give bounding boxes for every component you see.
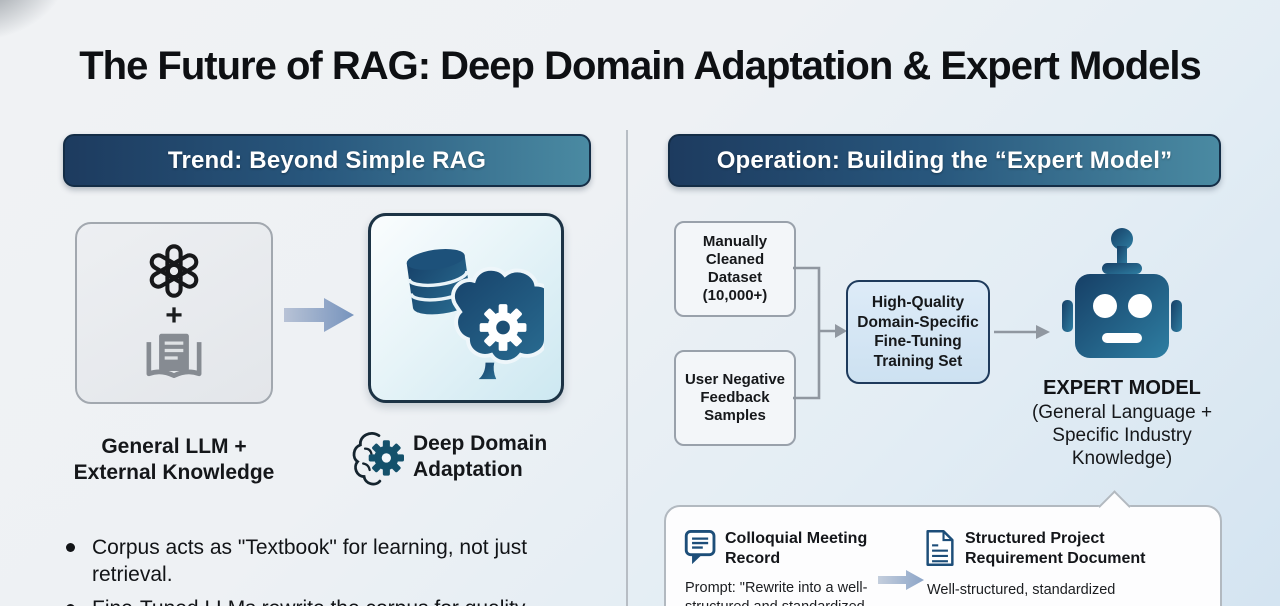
- page-title: The Future of RAG: Deep Domain Adaptatio…: [79, 44, 1202, 88]
- structured-doc-text: Well-structured, standardized: [927, 582, 1116, 598]
- general-llm-box: +: [75, 222, 273, 404]
- colloquial-record-text: Prompt: "Rewrite into a well- structured…: [685, 580, 868, 606]
- expert-model-subtitle: (General Language + Specific Industry Kn…: [1031, 402, 1213, 469]
- brain-gear-icon: [352, 432, 404, 486]
- bullet-item: Fine-Tuned LLMs rewrite the corpus for q…: [66, 595, 616, 606]
- deep-domain-label-group: Deep Domain Adaptation: [352, 428, 547, 486]
- example-callout: Colloquial Meeting Record Prompt: "Rewri…: [664, 490, 1222, 606]
- trend-header: Trend: Beyond Simple RAG: [63, 134, 591, 187]
- book-icon: [146, 333, 202, 379]
- database-brain-gear-icon: [406, 248, 544, 380]
- callout-tail: [1098, 490, 1131, 523]
- trend-header-label: Trend: Beyond Simple RAG: [167, 146, 487, 174]
- document-icon: [926, 530, 954, 566]
- speech-bubble-icon: [684, 530, 716, 565]
- plus-sign: +: [165, 299, 183, 332]
- callout-arrow-icon: [878, 570, 924, 590]
- trend-bullets: Corpus acts as "Textbook" for learning, …: [66, 534, 616, 606]
- bullet-text: Fine-Tuned LLMs rewrite the corpus for q…: [92, 595, 525, 606]
- deep-domain-label: Deep Domain Adaptation: [413, 432, 548, 481]
- robot-icon: [1062, 228, 1182, 358]
- arrow-right-icon: [284, 298, 354, 332]
- deep-domain-box: [368, 213, 564, 403]
- general-llm-label: General LLM + External Knowledge: [73, 435, 275, 484]
- operation-header-label: Operation: Building the “Expert Model”: [716, 146, 1173, 174]
- training-set-box: High-Quality Domain-Specific Fine-Tuning…: [846, 280, 990, 384]
- dataset-box: Manually Cleaned Dataset (10,000+): [674, 221, 796, 317]
- bullet-text: Corpus acts as "Textbook" for learning, …: [92, 536, 528, 586]
- expert-model-title: EXPERT MODEL: [1043, 377, 1201, 399]
- bullet-item: Corpus acts as "Textbook" for learning, …: [66, 534, 616, 588]
- flow-arrow-icon: [994, 325, 1050, 339]
- operation-header: Operation: Building the “Expert Model”: [668, 134, 1221, 187]
- dataset-box-label: Manually Cleaned Dataset (10,000+): [702, 233, 768, 304]
- panel-divider: [626, 130, 628, 606]
- bullet-dot: [66, 543, 75, 552]
- feedback-box: User Negative Feedback Samples: [674, 350, 796, 446]
- structured-doc-title: Structured Project Requirement Document: [965, 530, 1146, 567]
- merge-connector: [793, 266, 847, 400]
- openai-logo-icon: [149, 244, 199, 298]
- bullet-dot: [66, 604, 75, 606]
- feedback-box-label: User Negative Feedback Samples: [684, 371, 786, 424]
- colloquial-record-title: Colloquial Meeting Record: [725, 530, 868, 567]
- training-set-label: High-Quality Domain-Specific Fine-Tuning…: [857, 294, 979, 370]
